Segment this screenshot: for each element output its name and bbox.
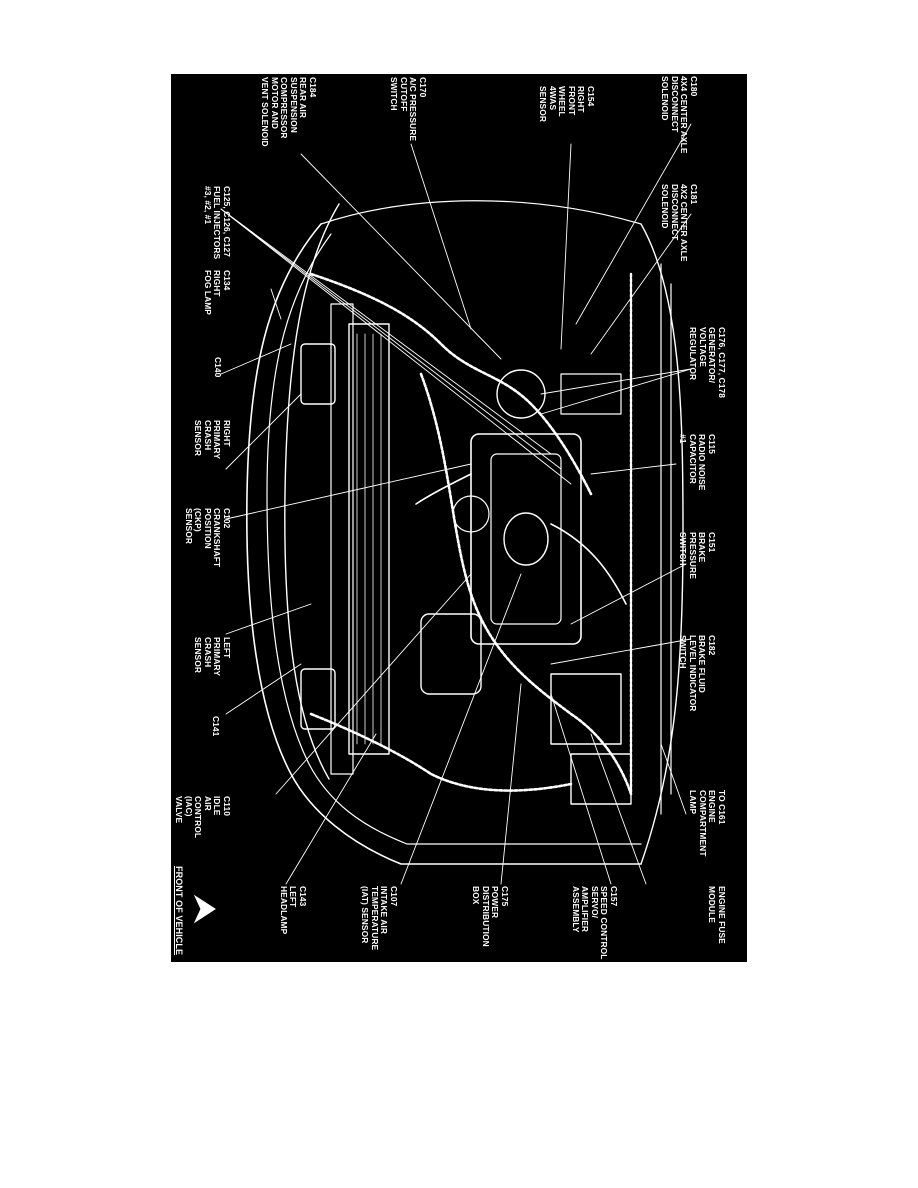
wiring-harness-left — [309, 712, 573, 792]
fender-rear — [640, 223, 684, 865]
callout-c180-text: C180 4X4 CENTER AXLE DISCONNECT SOLENOID — [660, 76, 699, 154]
wiring-harness-center — [419, 372, 633, 796]
front-of-vehicle-text: FRONT OF VEHICLE — [174, 866, 184, 956]
brake-master — [560, 373, 622, 415]
callout-right-crash-text: RIGHT PRIMARY CRASH SENSOR — [193, 420, 232, 460]
battery — [550, 673, 622, 745]
throttle-body — [503, 512, 549, 566]
firewall — [660, 263, 672, 815]
right-fender-outline — [246, 223, 642, 865]
callout-left-crash-text: LEFT PRIMARY CRASH SENSOR — [193, 637, 232, 677]
radiator-core — [348, 323, 390, 755]
callout-c175-text: C175 POWER DISTRIBUTION BOX — [471, 886, 510, 947]
wiring-branch-1 — [415, 473, 472, 505]
callout-c107-text: C107 INTAKE AIR TEMPERATURE (IAT) SENSOR — [360, 886, 399, 951]
callout-c176-text: C176, C177, C178 GENERATOR/ VOLTAGE REGU… — [688, 327, 727, 398]
arrow-chevron-icon — [193, 894, 216, 924]
right-headlamp-shape — [300, 343, 336, 405]
callout-c110-text: C110 IDLE AIR CONTROL (IAC) VALVE — [174, 796, 232, 839]
callout-c140-text: C140 — [213, 357, 223, 378]
wiring-diagram-panel: C180 4X4 CENTER AXLE DISCONNECT SOLENOID… — [171, 74, 747, 962]
radiator-support — [330, 303, 354, 775]
wiring-branch-2 — [550, 523, 627, 605]
air-cleaner — [420, 613, 482, 695]
callout-engine-fuse-text: ENGINE FUSE MODULE — [707, 886, 727, 944]
left-headlamp-shape — [300, 668, 336, 730]
callout-c157-text: C157 SPEED CONTROL SERVO/ AMPLIFIER ASSE… — [570, 886, 619, 960]
alternator — [496, 369, 546, 419]
engine-block — [470, 433, 582, 645]
callout-c154-text: C154 RIGHT FRONT WHEEL 4WAS SENSOR — [538, 86, 596, 122]
callout-c134-text: C134 RIGHT FOG LAMP — [202, 270, 232, 315]
callout-c125-text: C125, C126, C127 FUEL INJECTORS #3, #2, … — [202, 186, 232, 260]
callout-c184-text: C184 REAR AIR SUSPENSION COMPRESSOR MOTO… — [260, 77, 318, 147]
radiator-fins — [356, 333, 382, 745]
right-fender-inner — [266, 233, 642, 845]
hood-line-top — [320, 200, 642, 225]
callout-c181-text: C181 4X2 CENTER AXLE DISCONNECT SOLENOID — [660, 184, 699, 262]
callout-c102-text: C102 CRANKSHAFT POSITION (CKP) SENSOR — [183, 508, 232, 568]
callout-c151-text: C151 BRAKE PRESSURE SWITCH — [678, 532, 717, 579]
bumper-outline — [284, 203, 340, 780]
leader-lines — [220, 123, 692, 885]
callout-c182-text: C182 BRAKE FLUID LEVEL INDICATOR SWITCH — [678, 635, 717, 712]
engine-compartment-drawing — [220, 123, 692, 885]
callout-c115-text: C115 RADIO NOISE CAPACITOR #1 — [678, 434, 717, 491]
callout-c170-text: C170 A/C PRESSURE CUTOFF SWITCH — [389, 77, 428, 142]
callout-c141-text: C141 — [211, 716, 221, 737]
intake-manifold — [490, 453, 562, 625]
callout-c143-text: C143 LEFT HEADLAMP — [278, 886, 308, 935]
wiring-harness-right — [309, 272, 593, 496]
callout-c161-text: TO C161 ENGINE COMPARTMENT LAMP — [688, 790, 727, 857]
